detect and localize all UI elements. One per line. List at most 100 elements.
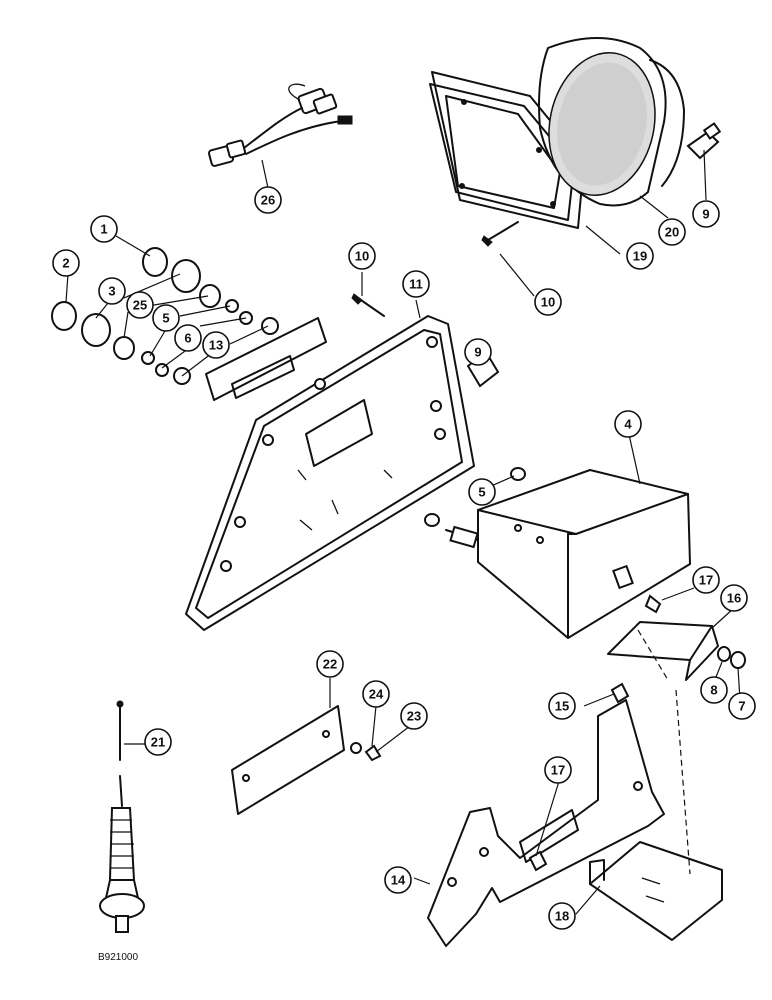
callout-18: 18 xyxy=(548,902,576,930)
callout-number: 1 xyxy=(100,222,107,237)
callout-circle xyxy=(728,692,756,720)
callout-17: 17 xyxy=(692,566,720,594)
callout-number: 22 xyxy=(323,657,337,672)
callout-number: 9 xyxy=(474,345,481,360)
callout-number: 23 xyxy=(407,709,421,724)
callout-number: 7 xyxy=(738,699,745,714)
callout-number: 24 xyxy=(369,687,384,702)
figure-code: B921000 xyxy=(98,952,138,963)
callout-circle xyxy=(348,242,376,270)
spacer-upper xyxy=(686,122,722,160)
callout-circle xyxy=(400,702,428,730)
speaker-bezel xyxy=(429,71,585,229)
callout-16: 16 xyxy=(720,584,748,612)
callout-20: 20 xyxy=(658,218,686,246)
callout-circle xyxy=(174,324,202,352)
callout-number: 9 xyxy=(702,207,709,222)
callout-circle xyxy=(534,288,562,316)
callout-circle xyxy=(152,304,180,332)
callout-10: 10 xyxy=(348,242,376,270)
callout-15: 15 xyxy=(548,692,576,720)
callout-circle xyxy=(700,676,728,704)
callout-circle xyxy=(626,242,654,270)
screw-17-lower xyxy=(528,850,548,872)
callout-22: 22 xyxy=(316,650,344,678)
callout-number: 11 xyxy=(409,277,423,292)
callout-9: 9 xyxy=(464,338,492,366)
callout-1: 1 xyxy=(90,215,118,243)
callout-number: 6 xyxy=(184,331,191,346)
radio-unit xyxy=(424,467,691,639)
nuts-8-7 xyxy=(717,646,746,669)
wiring-harness xyxy=(207,83,353,167)
mounting-bracket xyxy=(607,621,719,681)
console-panel xyxy=(185,315,475,631)
callout-circle xyxy=(658,218,686,246)
lower-bracket xyxy=(589,841,723,941)
callout-circle xyxy=(384,866,412,894)
callout-8: 8 xyxy=(700,676,728,704)
callout-number: 4 xyxy=(624,417,632,432)
callout-number: 21 xyxy=(151,735,165,750)
callout-circle xyxy=(126,291,154,319)
callout-circle xyxy=(98,277,126,305)
mounting-plate xyxy=(427,699,665,947)
radio-bezel-plate xyxy=(205,317,327,401)
callout-number: 26 xyxy=(261,193,275,208)
callout-circle xyxy=(692,566,720,594)
screws-10 xyxy=(351,221,519,317)
callout-21: 21 xyxy=(144,728,172,756)
callout-2: 2 xyxy=(52,249,80,277)
callout-circle xyxy=(90,215,118,243)
callout-number: 16 xyxy=(727,591,741,606)
callout-number: 5 xyxy=(478,485,485,500)
callout-circle xyxy=(544,756,572,784)
callout-number: 13 xyxy=(209,338,223,353)
callout-circle xyxy=(464,338,492,366)
antenna xyxy=(99,700,145,933)
callout-number: 14 xyxy=(391,873,406,888)
callout-number: 15 xyxy=(555,699,569,714)
screw-17-upper xyxy=(644,594,662,614)
callout-circle xyxy=(548,902,576,930)
callout-circle xyxy=(692,200,720,228)
cover-plate xyxy=(231,705,345,815)
callout-number: 10 xyxy=(541,295,555,310)
callout-9: 9 xyxy=(692,200,720,228)
callout-5: 5 xyxy=(468,478,496,506)
alignment-lines xyxy=(637,629,691,875)
speaker xyxy=(538,37,685,207)
callout-11: 11 xyxy=(402,270,430,298)
callout-4: 4 xyxy=(614,410,642,438)
knobs-and-nuts xyxy=(51,247,279,385)
callout-circle xyxy=(402,270,430,298)
callout-circle xyxy=(254,186,282,214)
callout-number: 25 xyxy=(133,298,147,313)
washer-and-screw xyxy=(350,742,382,762)
callout-circle xyxy=(316,650,344,678)
callout-circle xyxy=(548,692,576,720)
callout-circle xyxy=(468,478,496,506)
callout-circle xyxy=(144,728,172,756)
callout-circle xyxy=(52,249,80,277)
callout-number: 20 xyxy=(665,225,679,240)
callout-number: 3 xyxy=(108,284,115,299)
callout-13: 13 xyxy=(202,331,230,359)
callout-number: 17 xyxy=(699,573,713,588)
callout-23: 23 xyxy=(400,702,428,730)
callout-25: 25 xyxy=(126,291,154,319)
callout-circle xyxy=(614,410,642,438)
callout-number: 5 xyxy=(162,311,169,326)
callout-number: 19 xyxy=(633,249,647,264)
callout-14: 14 xyxy=(384,866,412,894)
callout-number: 18 xyxy=(555,909,569,924)
callout-number: 2 xyxy=(62,256,69,271)
callout-3: 3 xyxy=(98,277,126,305)
callout-17: 17 xyxy=(544,756,572,784)
callout-circle xyxy=(720,584,748,612)
callout-number: 8 xyxy=(710,683,717,698)
callout-5: 5 xyxy=(152,304,180,332)
screw-15 xyxy=(610,682,630,704)
